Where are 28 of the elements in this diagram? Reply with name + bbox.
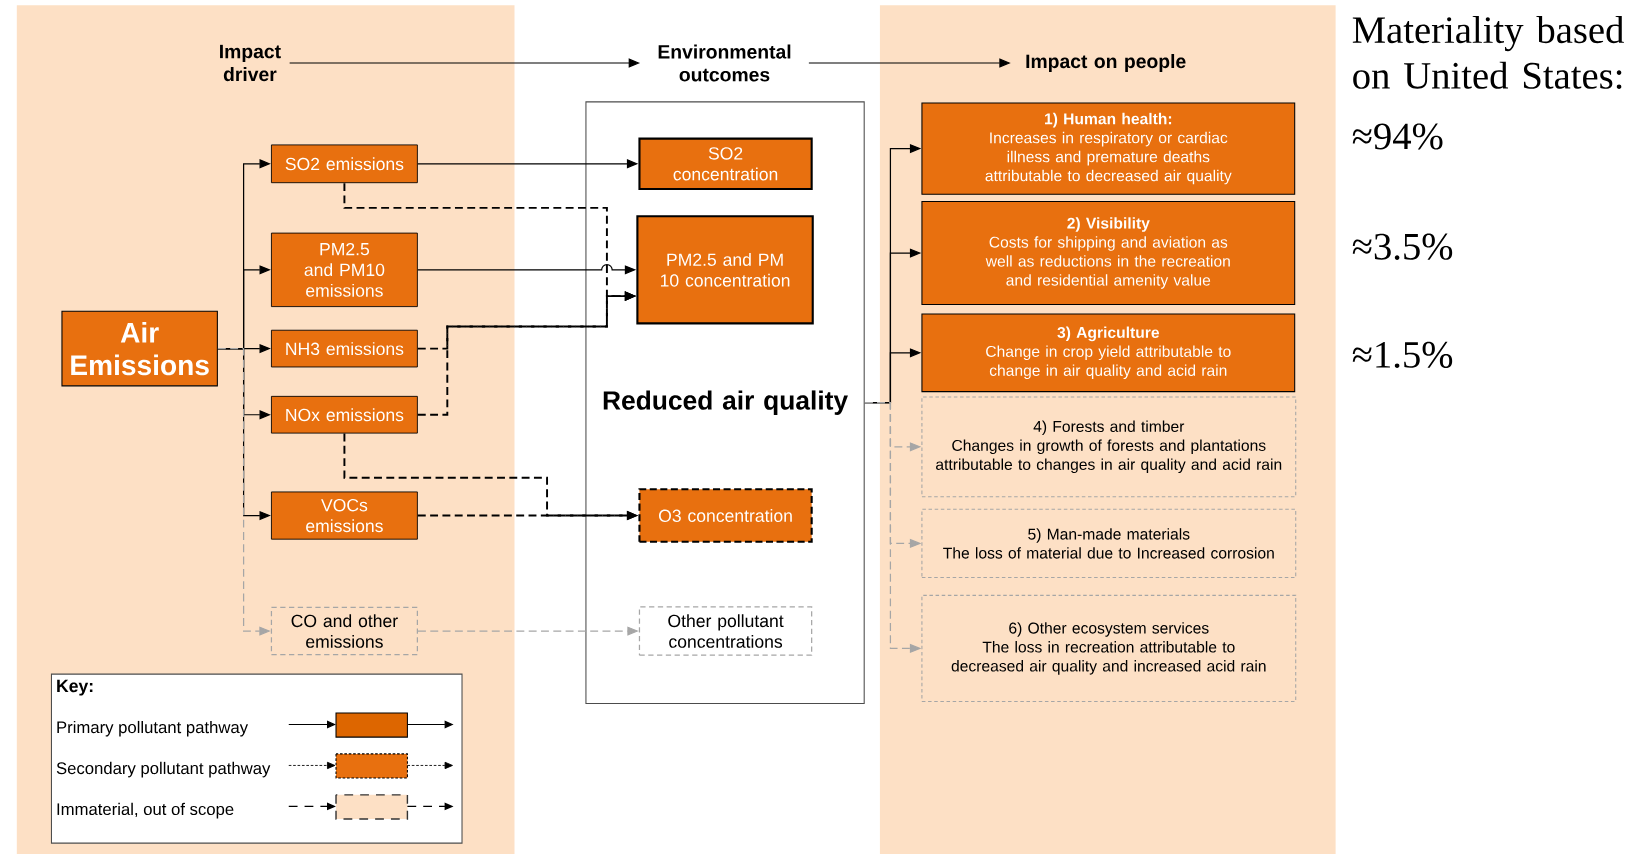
impact-box: 1) Human health: Increases in respiratory or cardiac illness and premature deaths attributable to decreased air quality [921,102,1296,195]
legend-text: Primary pollutant pathway [57,720,248,737]
legend-title: Key: [57,679,93,696]
out-of-scope-box: Other pollutant concentrations [638,606,813,656]
percentage-label: ≈1.5% [1352,341,1453,369]
impact-box: 4) Forests and timber Changes in growth of forests and plantations attributable to changes in air quality and acid rain [921,396,1297,498]
emission-box: NH3 emissions [271,329,418,368]
emission-box: SO2 emissions [271,144,418,184]
impact-box: 3) Agriculture Change in crop yield attributable to change in air quality and acid rain [921,313,1296,393]
emission-box: PM2.5 and PM10 emissions [271,232,418,308]
impact-box: 6) Other ecosystem services The loss in recreation attributable to decreased air quality and increased acid rain [921,594,1297,702]
concentration-box: PM2.5 and PM 10 concentration [636,215,814,325]
out-of-scope-box: CO and other emissions [270,606,418,656]
column-heading: Impact on people [1026,54,1186,72]
legend-text: Secondary pollutant pathway [56,761,271,778]
concentration-box: SO2 concentration [638,137,813,191]
column-heading: Environmental outcomes [658,44,791,82]
source-box: Air Emissions [61,310,218,387]
percentage-label: ≈3.5% [1352,233,1453,260]
impact-box: 5) Man-made materials The loss of material due to Increased corrosion [921,508,1297,579]
legend-text: Immaterial, out of scope [57,802,234,819]
concentration-box: O3 concentration [638,488,813,543]
impact-box: 2) Visibility Costs for shipping and aviation as well as reductions in the recreation and residential amenity value [921,201,1296,306]
emission-box: VOCs emissions [271,491,418,540]
percentage-label: ≈94% [1352,123,1443,150]
column-heading: Impact driver [220,44,281,82]
emission-box: NOx emissions [271,395,418,434]
materiality-heading: Materiality based on United States: [1352,15,1624,90]
